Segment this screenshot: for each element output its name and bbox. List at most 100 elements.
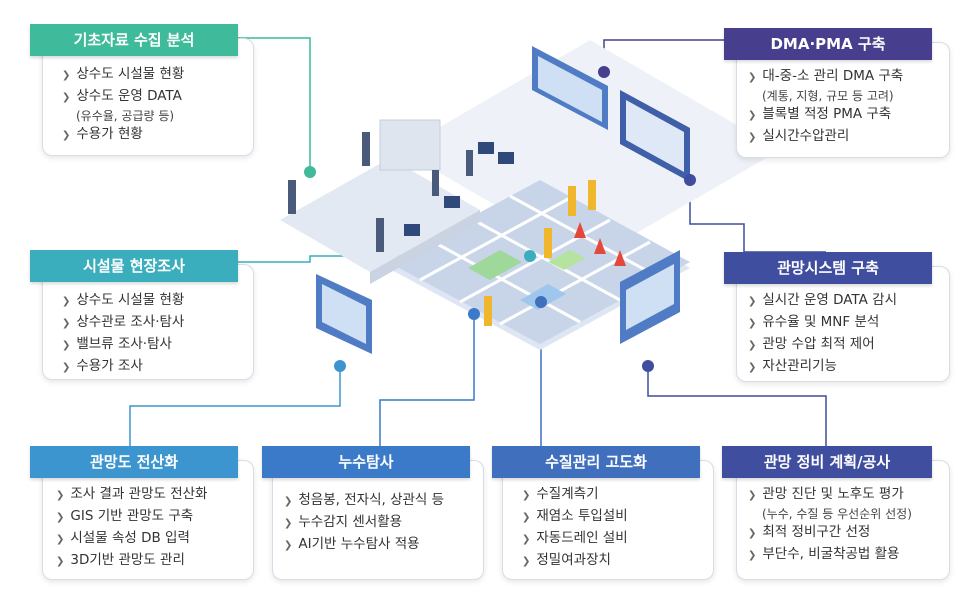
arrow-icon: ❯ [748,362,757,373]
list-item: ❯AI기반 누수탐사 적용 [284,534,444,556]
leak-panel [272,460,484,580]
arrow-icon: ❯ [62,318,71,329]
office-desk-platform [280,158,480,272]
list-item: ❯상수도 운영 DATA [62,86,184,108]
arrow-icon: ❯ [748,318,757,329]
arrow-icon: ❯ [62,296,71,307]
display-board [532,46,608,130]
list-item: ❯수질계측기 [522,484,628,506]
city-roads [419,194,661,326]
arrow-icon: ❯ [748,132,757,143]
arrow-icon: ❯ [748,110,757,121]
leak-list: ❯청음봉, 전자식, 상관식 등 ❯누수감지 센서활용 ❯AI기반 누수탐사 적… [284,490,444,556]
list-item: ❯시설물 속성 DB 입력 [56,528,207,550]
list-note: (계통, 지형, 규모 등 고려) [762,89,894,103]
list-item: ❯재염소 투입설비 [522,506,628,528]
maintenance-list: ❯관망 진단 및 노후도 평가 (누수, 수질 등 우선순위 선정) ❯최적 정… [748,484,912,566]
list-item: ❯관망 진단 및 노후도 평가 [748,484,912,506]
list-item: ❯자산관리기능 [748,356,897,378]
water-quality-list: ❯수질계측기 ❯재염소 투입설비 ❯자동드레인 설비 ❯정밀여과장치 [522,484,628,572]
water-quality-title: 수질관리 고도화 [492,446,700,478]
city-map-top [388,180,690,344]
arrow-icon: ❯ [284,496,293,507]
arrow-icon: ❯ [748,550,757,561]
display-board [316,274,372,354]
water-quality-panel [502,460,714,580]
connector-leak [379,314,475,446]
connector-dot [524,250,536,262]
list-item: ❯실시간 운영 DATA 감시 [748,290,897,312]
maintenance-panel [736,460,950,580]
connector-dot [468,308,480,320]
arrow-icon: ❯ [748,296,757,307]
dma-list: ❯대-중-소 관리 DMA 구축 (계통, 지형, 규모 등 고려) ❯블록별 … [748,66,903,148]
display-board [620,90,690,182]
list-item: ❯3D기반 관망도 관리 [56,550,207,572]
arrow-icon: ❯ [748,72,757,83]
dma-title: DMA·PMA 구축 [724,28,932,60]
connector-pipe-map [129,366,341,446]
arrow-icon: ❯ [62,130,71,141]
arrow-icon: ❯ [62,92,71,103]
network-system-list: ❯실시간 운영 DATA 감시 ❯유수율 및 MNF 분석 ❯관망 수압 최적 … [748,290,897,378]
list-item: ❯최적 정비구간 선정 [748,522,912,544]
arrow-icon: ❯ [522,534,531,545]
connector-dot [535,296,547,308]
field-survey-panel [42,264,254,380]
basic-data-title: 기초자료 수집 분석 [30,24,238,56]
arrow-icon: ❯ [56,556,65,567]
display-board [620,250,680,344]
arrow-icon: ❯ [62,362,71,373]
list-item: ❯밸브류 조사·탐사 [62,334,184,356]
arrow-icon: ❯ [284,518,293,529]
pipe-map-panel [42,460,254,580]
network-system-panel [736,266,950,382]
connector-dot [304,166,316,178]
arrow-icon: ❯ [748,490,757,501]
connector-network [689,180,826,253]
list-item: ❯자동드레인 설비 [522,528,628,550]
field-survey-title: 시설물 현장조사 [30,250,238,282]
connector-dot [598,66,610,78]
connector-dot [334,360,346,372]
arrow-icon: ❯ [522,490,531,501]
maintenance-title: 관망 정비 계획/공사 [722,446,932,478]
connector-dot [684,174,696,186]
control-room-panel [379,119,441,171]
park-area [548,250,586,270]
list-item: ❯관망 수압 최적 제어 [748,334,897,356]
arrow-icon: ❯ [62,340,71,351]
list-item: ❯GIS 기반 관망도 구축 [56,506,207,528]
arrow-icon: ❯ [56,512,65,523]
arrow-icon: ❯ [522,512,531,523]
list-item: ❯부단수, 비굴착공법 활용 [748,544,912,566]
list-item: ❯수용가 현황 [62,124,184,146]
dma-panel [736,42,950,158]
arrow-icon: ❯ [284,540,293,551]
pipe-map-title: 관망도 전산화 [30,446,238,478]
pipe-map-list: ❯조사 결과 관망도 전산화 ❯GIS 기반 관망도 구축 ❯시설물 속성 DB… [56,484,207,572]
list-item: ❯블록별 적정 PMA 구축 [748,104,903,126]
arrow-icon: ❯ [56,534,65,545]
office-desk-platform [370,210,480,284]
list-item: ❯실시간수압관리 [748,126,903,148]
arrow-icon: ❯ [748,340,757,351]
leak-title: 누수탐사 [262,446,470,478]
arrow-icon: ❯ [56,490,65,501]
list-item: ❯대-중-소 관리 DMA 구축 [748,66,903,88]
list-item: ❯정밀여과장치 [522,550,628,572]
park-area [468,250,522,280]
arrow-icon: ❯ [748,528,757,539]
list-item: ❯조사 결과 관망도 전산화 [56,484,207,506]
traffic-cones [574,222,626,266]
list-note: (유수율, 공급량 등) [76,109,175,123]
connector-dot [642,360,654,372]
people [288,132,473,252]
list-note: (누수, 수질 등 우선순위 선정) [762,507,912,521]
list-item: ❯누수감지 센서활용 [284,512,444,534]
list-item: ❯상수관로 조사·탐사 [62,312,184,334]
list-item: ❯수용가 조사 [62,356,184,378]
list-item: ❯유수율 및 MNF 분석 [748,312,897,334]
basic-data-list: ❯상수도 시설물 현황 ❯상수도 운영 DATA (유수율, 공급량 등) ❯수… [62,64,184,146]
